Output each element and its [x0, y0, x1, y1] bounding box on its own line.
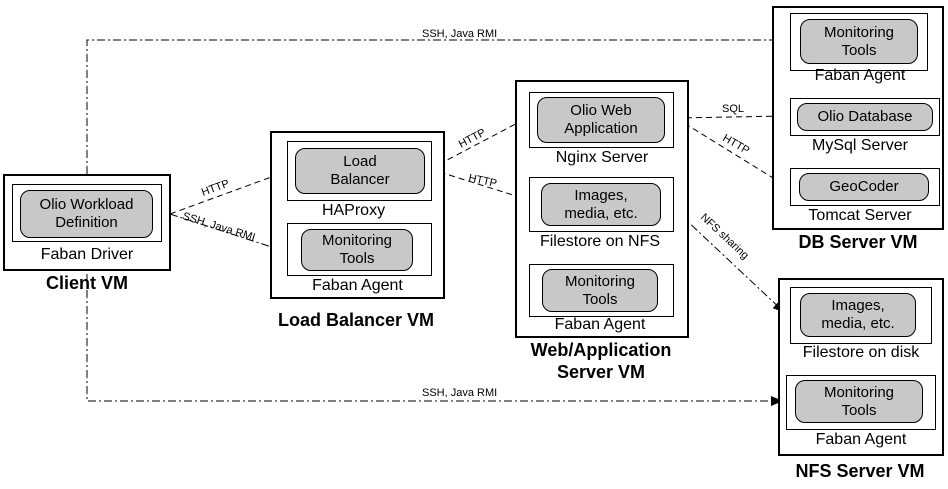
edge-lb-web-http-bottom — [429, 168, 530, 202]
haproxy-label: HAProxy — [321, 202, 386, 219]
label-web-db-http: HTTP — [721, 132, 752, 157]
filestore-nfs-label: Filestore on NFS — [539, 233, 661, 250]
db-monitoring-tools: Monitoring Tools — [800, 19, 918, 64]
label-lb-web-http-bottom: HTTP — [467, 172, 498, 190]
client-vm-title: Client VM — [45, 273, 128, 293]
nfs-server-vm: Images, media, etc. Filestore on disk Mo… — [778, 278, 944, 456]
web-app-server-vm-title: Web/Application Server VM — [530, 340, 672, 382]
lb-monitoring-tools: Monitoring Tools — [301, 229, 413, 271]
db-faban-agent-label: Faban Agent — [814, 67, 906, 84]
edge-web-db-http — [675, 117, 787, 187]
nginx-label: Nginx Server — [555, 149, 649, 166]
olio-web-application: Olio Web Application — [537, 97, 665, 143]
mysql-label: MySql Server — [811, 137, 909, 154]
faban-driver-label: Faban Driver — [40, 246, 134, 263]
label-web-db-sql: SQL — [722, 103, 744, 115]
edge-client-lb-ssh — [169, 213, 288, 254]
db-server-vm-title: DB Server VM — [798, 232, 918, 252]
label-ssh-bottom: SSH, Java RMI — [422, 387, 497, 399]
filestore-disk-label: Filestore on disk — [802, 344, 920, 361]
edge-lb-web-http-top — [429, 117, 528, 170]
load-balancer-vm-title: Load Balancer VM — [277, 310, 435, 330]
client-vm: Olio Workload Definition Faban Driver — [3, 174, 171, 271]
edge-client-lb-http — [169, 171, 286, 215]
web-faban-agent-label: Faban Agent — [554, 316, 646, 333]
olio-database: Olio Database — [797, 103, 933, 131]
web-images-media: Images, media, etc. — [541, 183, 661, 226]
nfs-images-media: Images, media, etc. — [800, 293, 916, 337]
db-server-vm: Monitoring Tools Faban Agent Olio Databa… — [772, 6, 944, 230]
label-nfs-sharing: NFS sharing — [698, 211, 751, 261]
web-app-server-vm: Olio Web Application Nginx Server Images… — [515, 80, 689, 338]
load-balancer-vm: Load Balancer HAProxy Monitoring Tools F… — [270, 131, 445, 299]
load-balancer-component: Load Balancer — [295, 148, 425, 194]
edge-web-db-sql — [675, 111, 787, 122]
nfs-server-vm-title: NFS Server VM — [795, 461, 925, 481]
nfs-faban-agent-label: Faban Agent — [815, 431, 907, 448]
olio-workload-definition: Olio Workload Definition — [20, 190, 153, 238]
label-lb-web-http-top: HTTP — [457, 127, 488, 151]
edge-nfs-sharing — [667, 202, 785, 313]
label-client-lb-ssh: SSH, Java RMI — [181, 210, 256, 243]
geocoder: GeoCoder — [799, 173, 929, 201]
label-client-lb-http: HTTP — [200, 178, 231, 199]
nfs-monitoring-tools: Monitoring Tools — [795, 380, 923, 423]
edge-ssh-top — [86, 35, 789, 174]
lb-faban-agent-label: Faban Agent — [312, 277, 403, 294]
label-ssh-top: SSH, Java RMI — [422, 28, 497, 40]
web-monitoring-tools: Monitoring Tools — [542, 269, 658, 312]
tomcat-label: Tomcat Server — [808, 207, 912, 224]
